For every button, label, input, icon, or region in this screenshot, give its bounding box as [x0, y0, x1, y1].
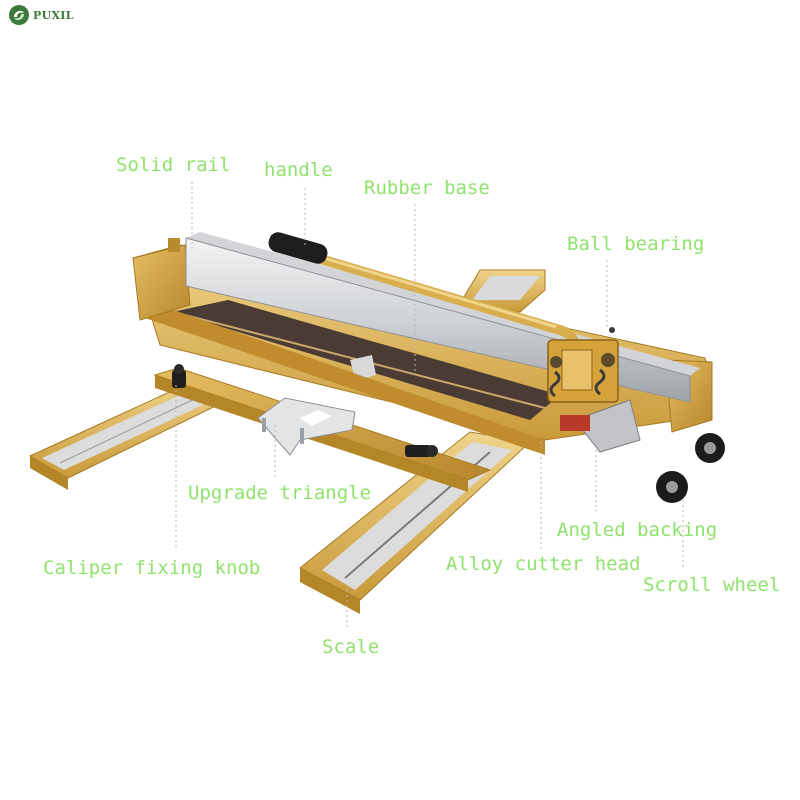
brand-name: PUXIL — [33, 8, 74, 22]
label-scale: Scale — [322, 636, 380, 658]
label-caliper-fixing-knob: Caliper fixing knob — [43, 557, 261, 579]
label-scroll-wheel: Scroll wheel — [643, 574, 781, 596]
label-angled-backing: Angled backing — [557, 519, 718, 541]
label-rubber-base: Rubber base — [364, 177, 490, 199]
triangle-square — [257, 397, 356, 456]
leaf-swirl-icon — [9, 5, 29, 25]
label-alloy-cutter-head: Alloy cutter head — [446, 553, 641, 575]
handle — [268, 232, 581, 365]
leader-lines — [175, 182, 684, 630]
angled-backing — [560, 399, 641, 453]
label-ball-bearing: Ball bearing — [567, 233, 705, 255]
brand-logo: PUXIL — [8, 5, 74, 25]
label-upgrade-triangle: Upgrade triangle — [188, 482, 372, 504]
scroll-wheels — [656, 433, 725, 503]
label-handle: handle — [264, 159, 333, 181]
cutter-head — [547, 327, 619, 403]
label-solid-rail: Solid rail — [116, 154, 231, 176]
